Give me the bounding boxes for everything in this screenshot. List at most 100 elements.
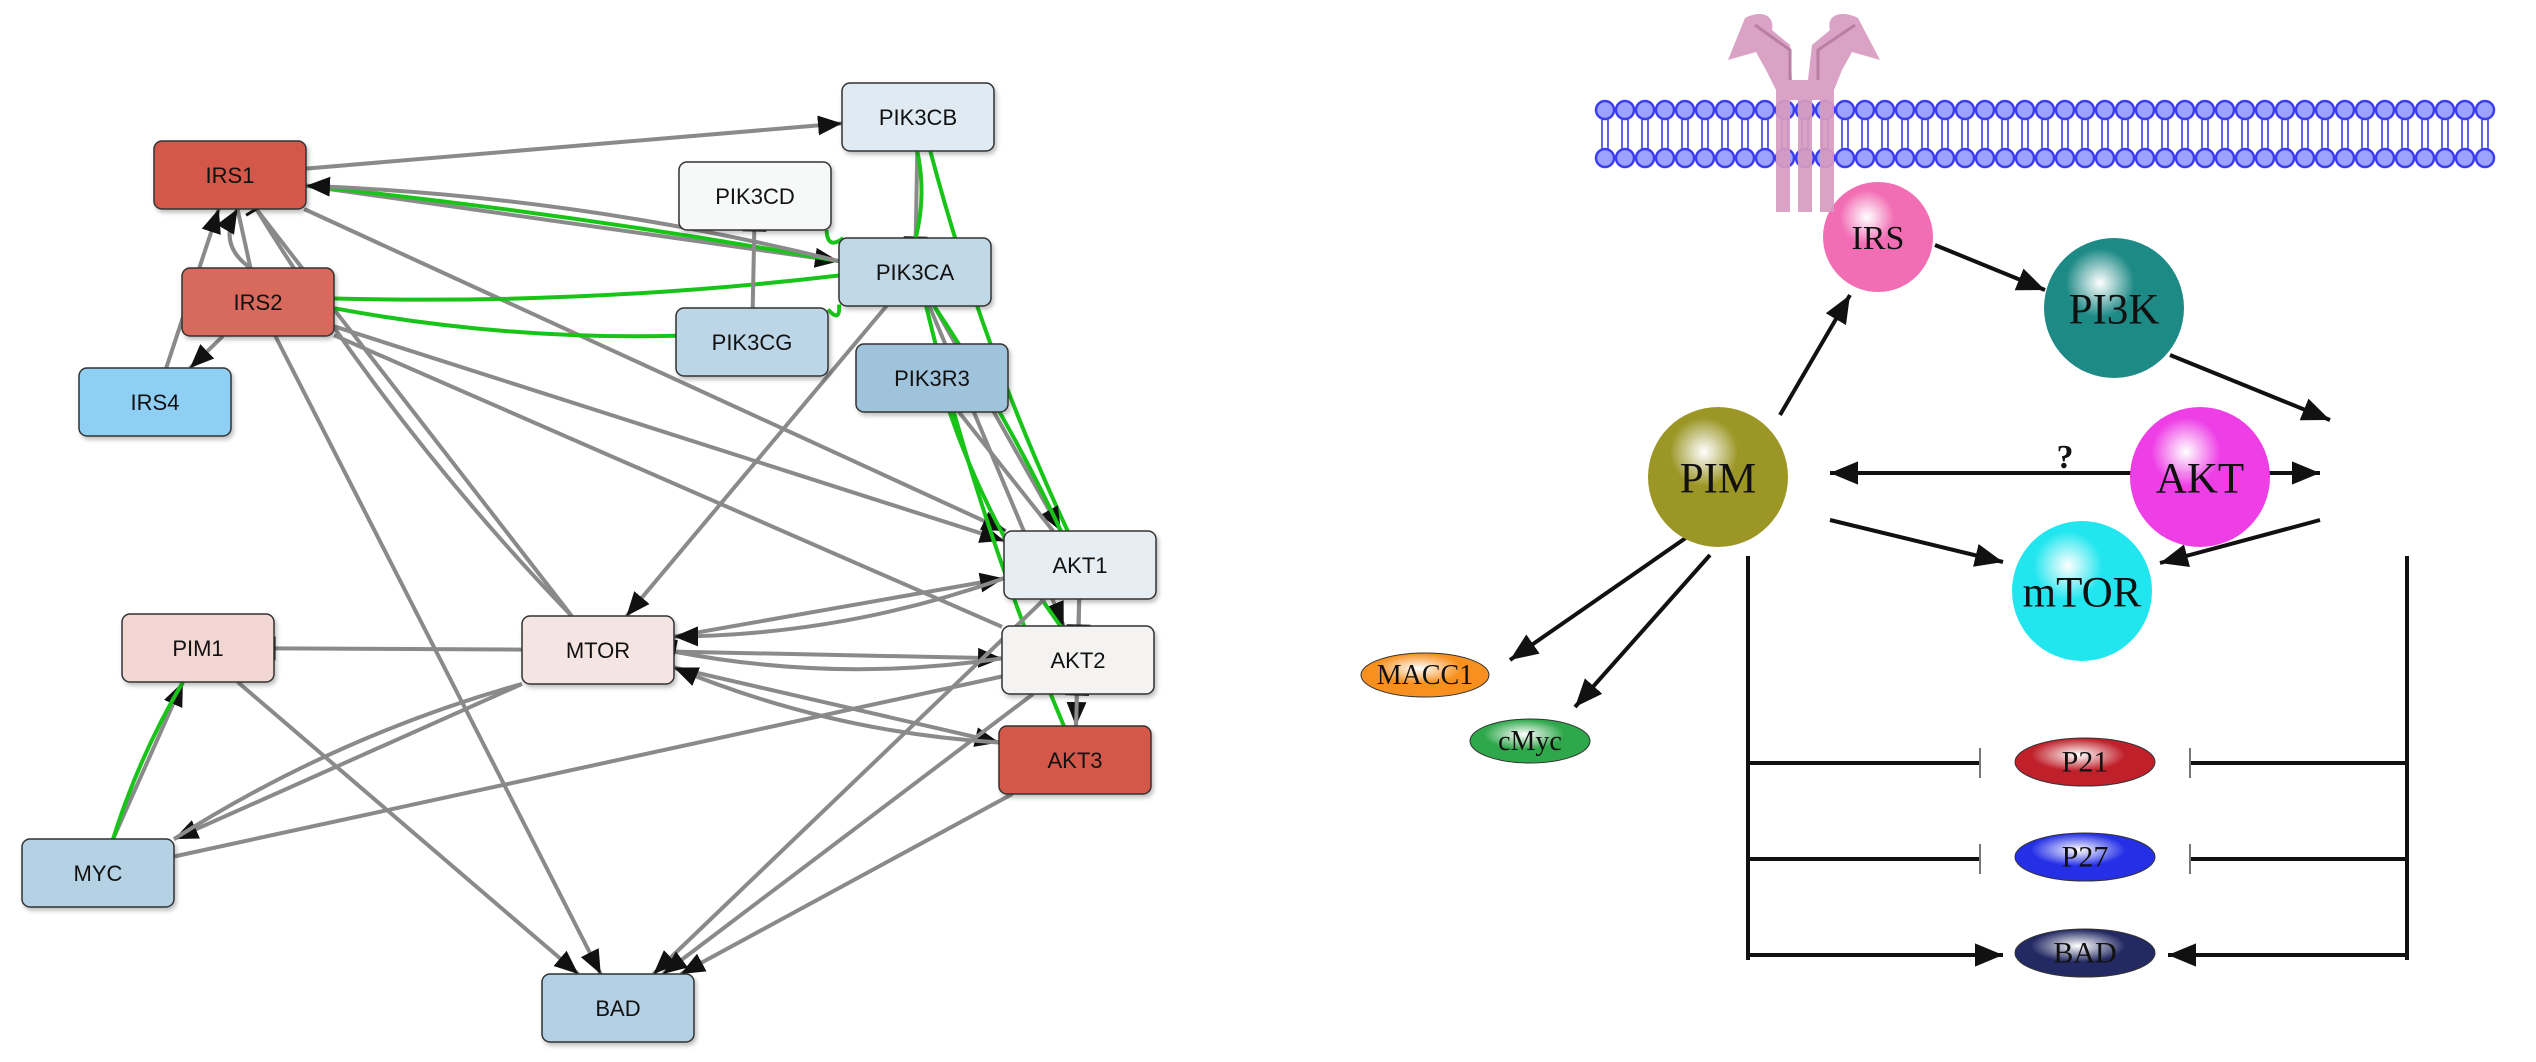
network-node-pik3cg[interactable]: PIK3CG bbox=[675, 307, 829, 377]
lipid-head bbox=[2014, 147, 2036, 169]
lipid-head bbox=[1674, 147, 1696, 169]
pathway-link bbox=[1573, 553, 1712, 709]
edge-irs2-pik3cg bbox=[333, 306, 677, 339]
edge-irs1-mtor bbox=[254, 207, 574, 618]
pathway-node-akt[interactable]: AKT bbox=[2130, 407, 2270, 547]
network-node-pim1[interactable]: PIM1 bbox=[121, 613, 275, 683]
lipid-head bbox=[2154, 99, 2176, 121]
node-box bbox=[21, 838, 175, 908]
unknown-relation-label: ? bbox=[2057, 439, 2074, 476]
lipid-head bbox=[1634, 147, 1656, 169]
lipid-tail bbox=[2281, 119, 2289, 149]
lipid-head bbox=[1854, 147, 1876, 169]
pathway-node-irs[interactable]: IRS bbox=[1823, 182, 1933, 292]
pathway-node-pi3k[interactable]: PI3K bbox=[2044, 238, 2184, 378]
lipid-head bbox=[1754, 147, 1776, 169]
lipid-head bbox=[2174, 99, 2196, 121]
network-node-akt2[interactable]: AKT2 bbox=[1001, 625, 1155, 695]
edge-pik3cg-pik3cd bbox=[742, 228, 767, 309]
edge-mtor-akt3 bbox=[673, 665, 1000, 747]
edge-irs2-akt2 bbox=[333, 333, 1003, 629]
network-node-pik3ca[interactable]: PIK3CA bbox=[838, 237, 992, 307]
lipid-tail bbox=[1981, 119, 1989, 149]
edge-pik3cg-pik3ca bbox=[826, 304, 842, 318]
lipid-head bbox=[2414, 99, 2436, 121]
lipid-head bbox=[1614, 147, 1636, 169]
network-node-irs2[interactable]: IRS2 bbox=[181, 267, 335, 337]
network-node-mtor[interactable]: MTOR bbox=[521, 615, 675, 685]
edge-myc-akt2 bbox=[173, 674, 1003, 859]
lipid-tail bbox=[2101, 119, 2109, 149]
lipid-tail bbox=[1881, 119, 1889, 149]
edge-pim1-bad bbox=[236, 680, 580, 976]
pathway-node-cmyc[interactable]: cMyc bbox=[1469, 718, 1591, 764]
lipid-head bbox=[1614, 99, 1636, 121]
lipid-tail bbox=[2081, 119, 2089, 149]
lipid-tail bbox=[1761, 119, 1769, 149]
network-node-pik3cb[interactable]: PIK3CB bbox=[841, 82, 995, 152]
pathway-node-bad[interactable]: BAD bbox=[2014, 928, 2156, 978]
lipid-head bbox=[1874, 99, 1896, 121]
node-label: PIK3CA bbox=[876, 260, 955, 285]
node-label: IRS bbox=[1852, 220, 1905, 257]
node-oval bbox=[2014, 737, 2156, 787]
node-box bbox=[1003, 530, 1157, 600]
lipid-tail bbox=[2061, 119, 2069, 149]
lipid-tail bbox=[2001, 119, 2009, 149]
pathway-node-macc1[interactable]: MACC1 bbox=[1360, 652, 1490, 698]
lipid-head bbox=[1594, 147, 1616, 169]
lipid-tail bbox=[1861, 119, 1869, 149]
lipid-tail bbox=[2321, 119, 2329, 149]
node-sphere bbox=[2044, 238, 2184, 378]
network-node-pik3cd[interactable]: PIK3CD bbox=[678, 161, 832, 231]
cell-membrane bbox=[1594, 99, 2496, 169]
network-node-pik3r3[interactable]: PIK3R3 bbox=[855, 343, 1009, 413]
lipid-head bbox=[1954, 99, 1976, 121]
network-node-akt1[interactable]: AKT1 bbox=[1003, 530, 1157, 600]
pathway-node-p27[interactable]: P27 bbox=[2014, 832, 2156, 882]
network-node-irs1[interactable]: IRS1 bbox=[153, 140, 307, 210]
lipid-head bbox=[1694, 99, 1716, 121]
node-sphere bbox=[2130, 407, 2270, 547]
network-node-bad[interactable]: BAD bbox=[541, 973, 695, 1043]
node-oval bbox=[2014, 928, 2156, 978]
lipid-head bbox=[2454, 99, 2476, 121]
lipid-head bbox=[1654, 99, 1676, 121]
lipid-head bbox=[2234, 147, 2256, 169]
lipid-head bbox=[2394, 147, 2416, 169]
pathway-node-pim[interactable]: PIM bbox=[1648, 407, 1788, 547]
lipid-tail bbox=[1601, 119, 1609, 149]
lipid-head bbox=[2034, 147, 2056, 169]
edge-irs2-bad bbox=[273, 335, 603, 975]
network-node-myc[interactable]: MYC bbox=[21, 838, 175, 908]
pathway-node-p21[interactable]: P21 bbox=[2014, 737, 2156, 787]
lipid-tail bbox=[2401, 119, 2409, 149]
lipid-head bbox=[2094, 99, 2116, 121]
edge-pik3r3-akt1 bbox=[957, 410, 1055, 533]
lipid-tail bbox=[2421, 119, 2429, 149]
lipid-head bbox=[1974, 99, 1996, 121]
lipid-tail bbox=[2341, 119, 2349, 149]
edge-mtor-myc bbox=[173, 682, 523, 841]
lipid-head bbox=[2054, 147, 2076, 169]
network-node-irs4[interactable]: IRS4 bbox=[78, 367, 232, 437]
edge-akt1-akt2 bbox=[1066, 598, 1091, 628]
node-label: PIK3CG bbox=[712, 330, 793, 355]
node-box bbox=[678, 161, 832, 231]
node-box bbox=[838, 237, 992, 307]
node-box bbox=[855, 343, 1009, 413]
lipid-head bbox=[2194, 147, 2216, 169]
lipid-head bbox=[2174, 147, 2196, 169]
lipid-tail bbox=[1921, 119, 1929, 149]
edge-irs1-irs2 bbox=[235, 208, 253, 269]
lipid-head bbox=[2254, 147, 2276, 169]
node-box bbox=[1001, 625, 1155, 695]
node-box bbox=[78, 367, 232, 437]
lipid-head bbox=[1594, 99, 1616, 121]
lipid-head bbox=[2334, 99, 2356, 121]
node-label: mTOR bbox=[2023, 569, 2142, 616]
pathway-node-mtor[interactable]: mTOR bbox=[2012, 521, 2152, 661]
network-node-akt3[interactable]: AKT3 bbox=[998, 725, 1152, 795]
lipid-head bbox=[1714, 147, 1736, 169]
